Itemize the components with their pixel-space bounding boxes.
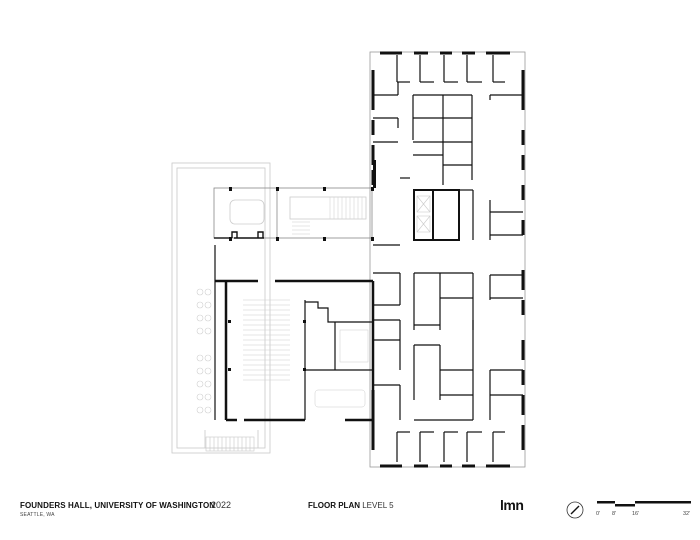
scale-label-32: 32' (683, 511, 691, 517)
lecture-hall-interior (214, 245, 373, 420)
terrace-outline (171, 162, 271, 454)
tower-exterior-walls (371, 51, 525, 468)
terrace-stair (205, 436, 255, 452)
link-corridor-walls (373, 177, 410, 246)
core-elevators (416, 195, 431, 233)
sheet-title-bold: FLOOR PLAN (308, 501, 360, 510)
stair-treads (292, 197, 363, 235)
sheet-title-level: LEVEL 5 (362, 501, 394, 510)
firm-logo: lmn (500, 497, 524, 513)
floor-plan-drawing (171, 51, 526, 468)
title-block: FOUNDERS HALL, UNIVERSITY OF WASHINGTON … (20, 501, 215, 518)
project-year: 2022 (211, 500, 232, 510)
tower-outline (369, 51, 526, 468)
lecture-hall-walls (215, 279, 375, 430)
lecture-seating (243, 299, 369, 408)
tower-interior-walls (373, 55, 523, 185)
sheet-title: FLOOR PLAN LEVEL 5 (308, 501, 394, 510)
terrace-furniture (196, 288, 212, 414)
scale-bar-graphic (597, 501, 691, 507)
scale-label-8: 8' (612, 511, 617, 517)
scale-label-16: 16' (632, 511, 640, 517)
scale-bar: 0' 8' 16' 32' (595, 497, 695, 527)
building-core (413, 189, 460, 241)
scale-label-0: 0' (596, 511, 601, 517)
project-name: FOUNDERS HALL, UNIVERSITY OF WASHINGTON (20, 501, 216, 510)
west-wing-upper (213, 187, 373, 239)
upper-block-walls (214, 231, 264, 239)
structural-columns (228, 160, 376, 371)
tower-mid-walls (373, 189, 523, 462)
project-location: SEATTLE, WA (20, 512, 55, 518)
north-arrow-icon (566, 501, 584, 519)
